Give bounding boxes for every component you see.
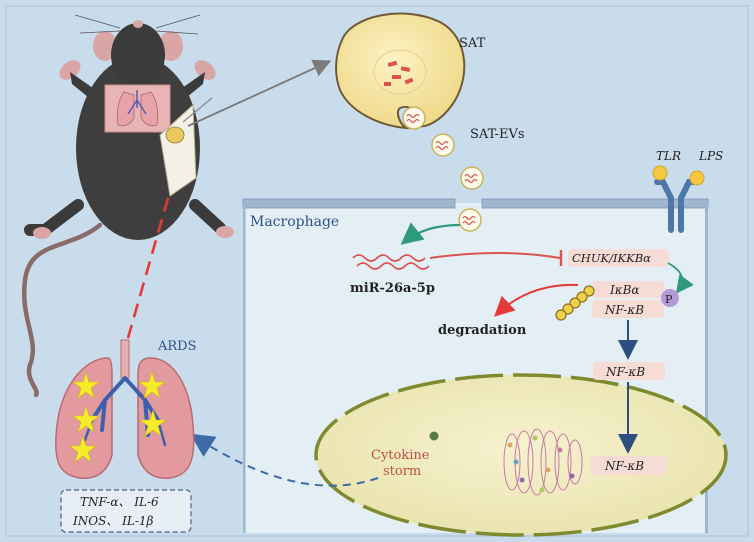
cytokine-list-line2: INOS、 IL-1β — [72, 514, 154, 528]
inhibition-line — [429, 252, 561, 259]
cytokine-list-box — [60, 489, 192, 533]
ards-lungs — [55, 339, 195, 479]
mouse-incision-flap — [159, 103, 197, 197]
cytokine-to-lungs-arrow — [189, 433, 379, 487]
chuk-box — [568, 249, 669, 267]
nucleus — [314, 373, 728, 537]
mouse-tail — [21, 222, 103, 398]
phosphorylation-arrow — [667, 262, 694, 294]
nfkb-nucleus-label: NF-κB — [604, 459, 644, 473]
sat-label: SAT — [459, 36, 486, 51]
frame — [5, 5, 749, 537]
release-arrow — [400, 222, 461, 245]
tlr-label: TLR — [656, 149, 681, 163]
phospho-label: P — [665, 293, 673, 306]
mirna-label: miR-26a-5p — [350, 281, 435, 296]
mouse-to-ards-line — [126, 197, 170, 339]
inflammation-star — [138, 370, 166, 399]
ikba-label: IκBα — [609, 283, 640, 297]
phospho-circle — [661, 289, 679, 307]
ev-vesicle-fusing — [458, 208, 482, 232]
ikba-box — [592, 281, 664, 298]
degradation-label: degradation — [438, 323, 527, 338]
mouse — [21, 14, 234, 398]
cytokine-label-line2: storm — [383, 464, 421, 479]
nfkb-nucleus-box — [590, 456, 666, 475]
ards-label: ARDS — [157, 339, 197, 354]
ev-vesicle-3 — [460, 166, 484, 190]
ev-vesicle-1 — [402, 106, 426, 130]
inflammation-star — [69, 434, 97, 463]
nfkb-complex-box — [592, 300, 664, 318]
lps-molecule — [689, 170, 705, 186]
lps-label: LPS — [698, 149, 723, 163]
ubiquitin-chain — [555, 285, 595, 321]
lps-molecule — [652, 165, 668, 181]
mirna-strands — [352, 254, 430, 270]
chromatin — [503, 428, 583, 496]
cytokine-label-line1: Cytokine — [371, 448, 430, 463]
macrophage-label: Macrophage — [250, 214, 339, 230]
nfkb-complex-label: NF-κB — [604, 303, 644, 317]
tlr-receptor — [652, 165, 705, 233]
cytokine-list-line1: TNF-α、 IL-6 — [80, 495, 159, 509]
degradation-arrow — [494, 283, 579, 317]
mouse-to-sat-arrow — [187, 59, 332, 127]
chuk-label: CHUK/IKKBα — [572, 251, 651, 265]
inflammation-star — [72, 370, 100, 399]
nfkb-cyto-label: NF-κB — [605, 365, 645, 379]
nucleolus-dot — [429, 431, 439, 441]
sat-evs-label: SAT-EVs — [470, 127, 525, 142]
inflammation-star — [72, 404, 100, 433]
sat-depot — [165, 126, 185, 144]
ev-vesicle-2 — [431, 133, 455, 157]
inflammation-star — [139, 408, 167, 437]
sat-adipocyte — [335, 12, 466, 130]
nfkb-cyto-box — [593, 362, 665, 380]
